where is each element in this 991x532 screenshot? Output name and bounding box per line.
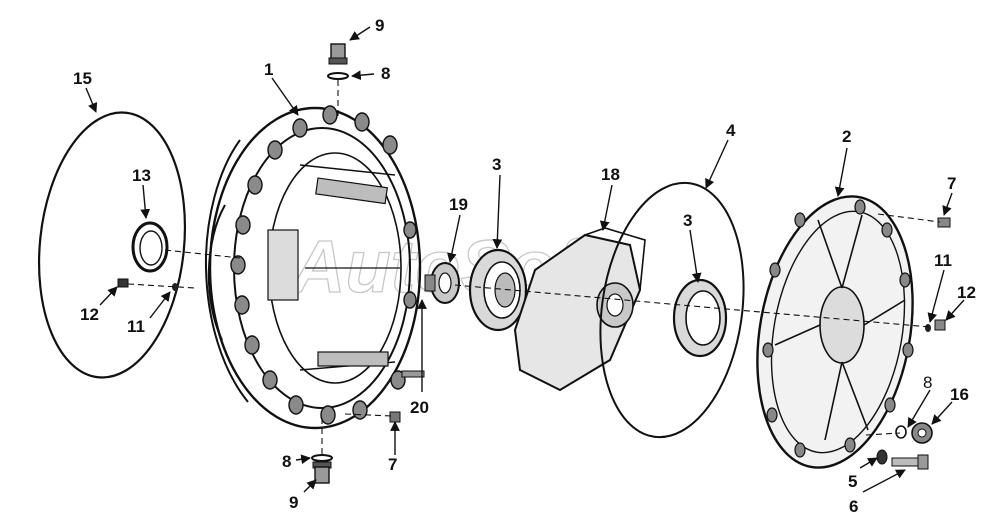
washer-part-5 <box>876 449 888 465</box>
callout-9-bottom: 9 <box>289 493 298 512</box>
washer-part-8-top <box>327 72 349 80</box>
plug-part-9-bottom <box>312 461 332 484</box>
cover-plate-part-2 <box>756 195 914 469</box>
housing-part-1 <box>204 105 422 430</box>
callout-8-right: 8 <box>923 373 932 392</box>
callout-8-top: 8 <box>381 64 390 83</box>
callout-3-right: 3 <box>683 211 692 230</box>
callout-7-right: 7 <box>947 174 956 193</box>
callout-7-bottom: 7 <box>388 455 397 474</box>
callout-18: 18 <box>601 165 620 184</box>
bolt-part-6 <box>891 454 929 470</box>
nut-part-16 <box>911 422 933 444</box>
bolt-part-7-bottom <box>389 411 401 423</box>
plug-part-9-top <box>328 43 348 65</box>
washer-part-11-left <box>172 283 178 291</box>
gasket-ring-part-15 <box>37 111 187 379</box>
callout-9-top: 9 <box>375 16 384 35</box>
callout-13: 13 <box>132 166 151 185</box>
callout-5: 5 <box>848 472 857 491</box>
bearing-part-3-right <box>672 278 728 358</box>
bearing-part-3-left <box>468 248 528 332</box>
leader-lines <box>85 26 965 493</box>
callout-11-left: 11 <box>127 317 145 336</box>
pin-part-20 <box>401 370 425 378</box>
callout-11-right: 11 <box>934 251 952 270</box>
callout-1: 1 <box>264 60 273 79</box>
hub-part-19 <box>424 262 460 304</box>
seal-part-13 <box>131 221 169 273</box>
callout-labels: 15 1 9 8 13 12 11 19 3 18 4 3 2 7 11 12 … <box>73 16 976 516</box>
washer-part-11-right <box>925 324 931 332</box>
callout-12-right: 12 <box>957 283 976 302</box>
callout-15: 15 <box>73 69 92 88</box>
axis-lines <box>127 80 941 455</box>
callout-8-bottom: 8 <box>282 452 291 471</box>
callout-3-left: 3 <box>492 155 501 174</box>
bolt-part-12-right <box>934 319 946 331</box>
bolt-part-7-right <box>937 217 951 228</box>
callout-16: 16 <box>950 385 969 404</box>
washer-part-8-right <box>895 425 907 439</box>
callout-4: 4 <box>726 121 736 140</box>
gasket-ring-part-4 <box>599 181 745 439</box>
callout-19: 19 <box>449 195 468 214</box>
bolt-part-12-left <box>117 278 129 288</box>
callout-6: 6 <box>849 497 858 516</box>
callout-20: 20 <box>410 398 429 417</box>
callout-2: 2 <box>842 127 851 146</box>
washer-part-8-bottom <box>311 454 333 462</box>
callout-12-left: 12 <box>80 305 99 324</box>
